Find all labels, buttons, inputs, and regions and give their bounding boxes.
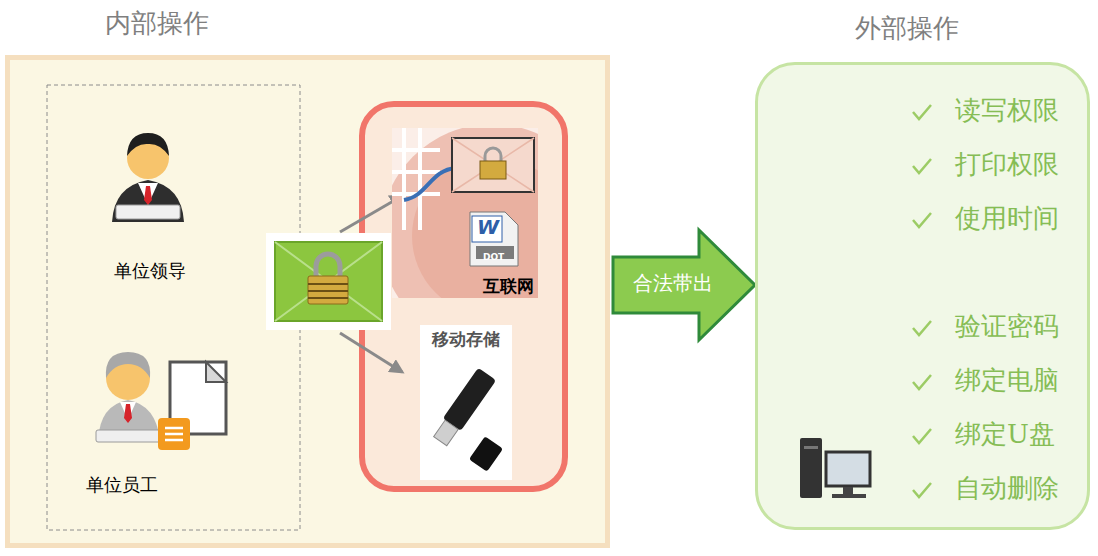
- media-box: 互联网: [392, 128, 538, 298]
- person-box: 单位领导: [85, 120, 215, 284]
- person-box: 单位员工: [80, 338, 250, 498]
- computer-icon: [832, 494, 866, 498]
- outer-zone-panel: 外部操作: [755, 62, 1090, 530]
- usb-picture: [469, 436, 503, 472]
- check-mark: [913, 321, 931, 335]
- check-mark: [913, 213, 931, 227]
- internet-picture: [480, 161, 506, 179]
- staff-figure: [106, 352, 150, 378]
- text-holder: 内部操作: [105, 8, 209, 39]
- locked-file-icon: [275, 242, 382, 321]
- node-label: 单位员工: [86, 474, 158, 496]
- panel-fill: [757, 64, 1088, 528]
- block-arrow: [613, 230, 755, 340]
- permission-item: 绑定电脑: [955, 365, 1059, 396]
- staff-figure: [96, 352, 226, 450]
- file-type-tag: DOT: [483, 253, 504, 262]
- computer-icon: [804, 446, 818, 449]
- node-label: 单位领导: [114, 260, 186, 282]
- panel-fill: [8, 58, 1088, 545]
- leader-figure: [127, 133, 169, 156]
- panel-fill: [8, 58, 607, 545]
- text-holder: 互联网: [483, 276, 534, 296]
- check-mark: [913, 105, 931, 119]
- internet-picture: [485, 148, 501, 162]
- internet-picture: [392, 128, 538, 298]
- locked-file-icon: [316, 254, 340, 277]
- locked-file-icon: [266, 233, 391, 330]
- usb-picture: [420, 325, 512, 480]
- label-holder: DOT: [483, 245, 504, 264]
- transfer-arrow: [340, 333, 402, 372]
- permission-item: 打印权限: [955, 149, 1059, 180]
- permission-item: 绑定U盘: [955, 419, 1055, 450]
- usb-picture: [469, 436, 503, 472]
- word-letter: W: [477, 215, 499, 239]
- node-label: 移动存储: [432, 329, 500, 349]
- media-box: 移动存储: [420, 325, 512, 480]
- internet-picture: [404, 168, 456, 200]
- text-holder: 外部操作: [855, 13, 959, 44]
- usb-picture: [420, 325, 512, 480]
- check-mark: [913, 375, 931, 389]
- leader-figure: [116, 205, 180, 219]
- check-mark: [913, 483, 931, 497]
- label-holder: 绑定电脑: [955, 365, 1059, 396]
- staff-figure: [165, 428, 183, 440]
- text-holder: 单位员工: [86, 474, 158, 496]
- label-holder: 使用时间: [955, 203, 1059, 234]
- zone-heading: 外部操作: [855, 13, 959, 44]
- locked-file-icon: [308, 276, 348, 304]
- inner-zone-panel: 单位领导单位员工互联网移动存储内部操作: [5, 55, 610, 548]
- locked-file-icon: [308, 284, 348, 298]
- staff-figure: [206, 362, 226, 382]
- computer-icon: [800, 438, 870, 498]
- check-mark: [913, 429, 931, 443]
- permission-item: 使用时间: [955, 203, 1059, 234]
- permission-item: 读写权限: [955, 95, 1059, 126]
- label-holder: 验证密码: [955, 311, 1059, 342]
- computer-icon: [800, 438, 822, 498]
- usb-picture: [431, 368, 496, 448]
- check-mark: [913, 105, 931, 497]
- permission-item: 自动删除: [955, 473, 1059, 504]
- staff-figure: [96, 430, 166, 442]
- internet-picture: [452, 138, 534, 192]
- zone-heading: 内部操作: [105, 8, 209, 39]
- label-holder: 合法带出: [613, 271, 733, 295]
- leader-figure: [138, 183, 158, 205]
- internet-picture: [392, 128, 538, 298]
- text-holder: 单位领导: [85, 260, 215, 282]
- label-holder: 打印权限: [955, 149, 1059, 180]
- usb-picture: [443, 368, 497, 431]
- group-outline: [47, 85, 300, 530]
- label-holder: W: [477, 215, 499, 239]
- locked-file-icon: [266, 233, 391, 330]
- computer-icon: [843, 487, 853, 494]
- label-holder: 自动删除: [955, 473, 1059, 504]
- staff-figure: [158, 418, 190, 450]
- usb-picture: [434, 420, 459, 446]
- edge-label: 合法带出: [633, 271, 713, 295]
- internet-picture: [472, 216, 502, 242]
- staff-figure: [124, 404, 132, 423]
- leader-figure: [112, 180, 184, 222]
- label-holder: 绑定U盘: [955, 419, 1055, 450]
- computer-icon: [826, 452, 870, 486]
- node-label: 互联网: [483, 276, 534, 296]
- locked-file-icon: [275, 242, 382, 321]
- leader-figure: [112, 133, 184, 222]
- text-holder: 移动存储: [420, 329, 512, 349]
- permission-item: 验证密码: [955, 311, 1059, 342]
- internet-picture: [470, 212, 518, 266]
- check-mark: [913, 159, 931, 173]
- internet-picture: [452, 138, 534, 192]
- label-holder: 读写权限: [955, 95, 1059, 126]
- leader-figure: [144, 186, 152, 205]
